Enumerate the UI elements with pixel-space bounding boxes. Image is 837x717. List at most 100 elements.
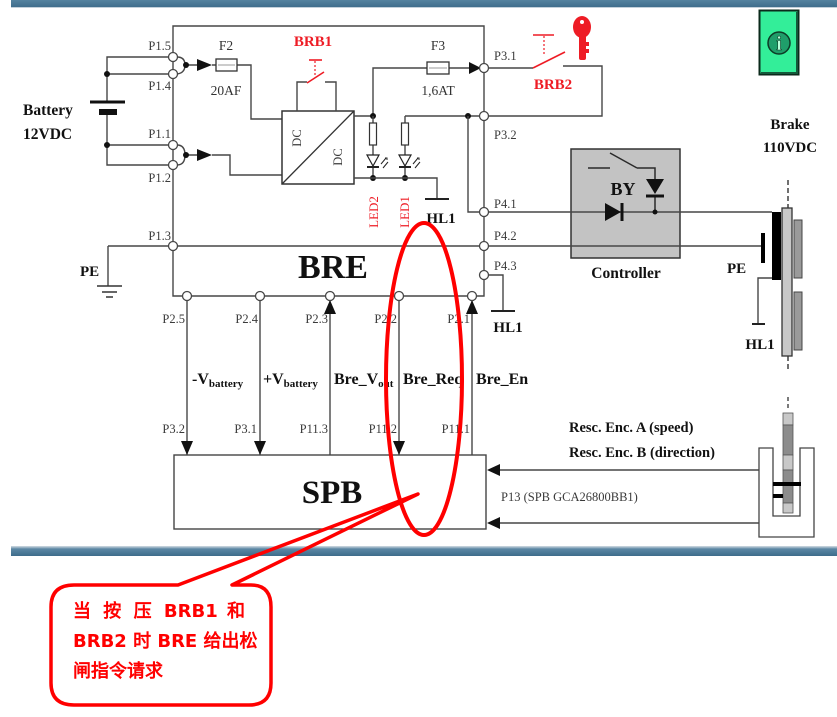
pin-label: P3.1: [494, 49, 517, 63]
converter-input-label: DC: [290, 129, 304, 146]
pin-label: P1.5: [148, 39, 171, 53]
sensor-housing: [758, 447, 815, 538]
sensor-marker: [773, 494, 783, 498]
pin-terminal: [167, 51, 179, 63]
converter-diagonal: [281, 110, 355, 185]
battery-voltage: 12VDC: [23, 126, 72, 143]
brake-pad: [793, 291, 803, 351]
slide-top-bar: [11, 0, 837, 8]
bre-spb-signals: [181, 300, 478, 455]
light-emission-icon: [380, 157, 389, 169]
pin-label: P1.4: [148, 79, 171, 93]
signal-main: +V: [263, 371, 284, 388]
shaft-segment: [782, 469, 794, 504]
brake-symbol: [752, 180, 803, 372]
shaft-segment: [782, 454, 794, 471]
arrow-down-icon: [181, 441, 193, 455]
switch-blade: [306, 71, 325, 84]
highlight-ellipse: [384, 221, 464, 537]
pin-label: P1.1: [148, 127, 171, 141]
encoder-a-label: Resc. Enc. A (speed): [569, 420, 694, 436]
signal-main: Bre_En: [476, 371, 528, 388]
arrow-down-icon: [393, 441, 405, 455]
fuse-f3-label: F3: [431, 38, 446, 53]
pin-label: P2.2: [374, 312, 397, 326]
brb2-switch: [488, 16, 603, 117]
signal-sub: battery: [284, 378, 319, 390]
pin-terminal: [478, 62, 490, 74]
lower-supply-branch: [176, 144, 282, 176]
shaft-segment: [782, 424, 794, 456]
hl1-label: HL1: [745, 337, 774, 353]
signal-label: Bre_Req: [403, 371, 463, 388]
pin-terminal: [167, 139, 179, 151]
wire: [488, 65, 603, 117]
callout-line: BRB2 时 BRE 给出松: [73, 631, 258, 652]
junction-dot: [104, 142, 110, 148]
pin-terminal: [324, 290, 336, 302]
callout-bubble: [49, 492, 420, 707]
pe-ground-left: [97, 246, 122, 298]
junction-dot: [183, 62, 189, 68]
pin-terminal: [478, 206, 490, 218]
pin-terminal: [167, 68, 179, 80]
dc-dc-converter: [281, 110, 355, 185]
diode-icon: [605, 203, 621, 221]
brb1-label: BRB1: [294, 34, 332, 50]
brake-pe-terminal: [761, 233, 765, 263]
brake-label: Brake: [770, 117, 810, 133]
pin-label: P4.1: [494, 197, 517, 211]
callout-text: 当 按 压 BRB1 和 BRB2 时 BRE 给出松 闸指令请求: [73, 597, 258, 687]
brake-coil: [772, 212, 781, 280]
info-button[interactable]: i: [758, 9, 800, 76]
callout-line: 闸指令请求: [73, 661, 163, 682]
shaft-segment: [782, 412, 794, 426]
wire-p4-3: [488, 274, 504, 311]
controller-label: Controller: [591, 265, 661, 282]
arrow-left-icon: [487, 517, 500, 529]
spb-pin-label: P11.2: [369, 422, 397, 436]
p4-wiring: [108, 211, 772, 312]
controller: [570, 148, 681, 259]
wire: [757, 277, 772, 324]
light-emission-icon: [412, 157, 421, 169]
callout-line: 当 按 压 BRB1 和: [73, 601, 245, 622]
wire: [354, 177, 438, 199]
pin-terminal: [466, 290, 478, 302]
wire: [404, 115, 480, 178]
shaft-segment: [782, 502, 794, 514]
pin-label: P2.4: [235, 312, 258, 326]
brake-pad: [793, 219, 803, 279]
wire: [354, 67, 470, 117]
spb-pin-label: P11.3: [300, 422, 328, 436]
encoder-wires: [500, 469, 759, 524]
pin-label: P4.3: [494, 259, 517, 273]
relay-contact: [588, 152, 656, 212]
hl1-label: HL1: [426, 211, 455, 227]
pin-terminal: [478, 269, 490, 281]
signal-main: Bre_Req: [403, 371, 463, 388]
encoder-b-label: Resc. Enc. B (direction): [569, 445, 715, 461]
hl1-label: HL1: [493, 320, 522, 336]
pin-terminals: [167, 51, 490, 302]
wire: [296, 81, 337, 111]
bre-title: BRE: [298, 249, 368, 286]
bre-block: [172, 25, 485, 297]
battery-label: Battery: [23, 102, 73, 119]
pin-label: P3.2: [494, 128, 517, 142]
led2-label: LED2: [366, 196, 381, 228]
wire: [467, 116, 480, 213]
battery: [90, 56, 173, 166]
spb-pin-label: P11.1: [442, 422, 470, 436]
junction-dot: [104, 71, 110, 77]
resistor: [400, 122, 410, 146]
ground-icon: [97, 285, 122, 298]
pin-terminal: [167, 240, 179, 252]
p13-port-label: P13 (SPB GCA26800BB1): [501, 490, 638, 504]
signal-sub: battery: [209, 378, 244, 390]
sensor-marker: [773, 482, 801, 486]
signal-wires: [186, 300, 473, 455]
switch-blade: [532, 51, 566, 69]
fuse-f2-branch: [176, 56, 282, 120]
